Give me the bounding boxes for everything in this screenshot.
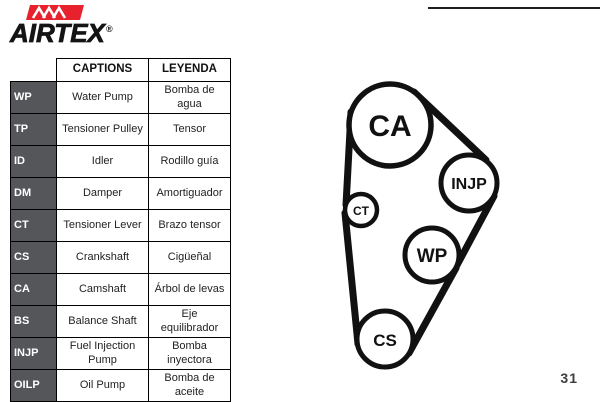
caption-cell: Tensioner Lever — [56, 209, 149, 242]
caption-cell: Water Pump — [56, 81, 149, 114]
camshaft-pulley — [346, 81, 434, 169]
water-pump-pulley — [402, 225, 462, 285]
caption-cell: Balance Shaft — [56, 305, 149, 338]
leyenda-cell: Tensor — [148, 113, 231, 146]
page-number: 31 — [560, 370, 578, 386]
leyenda-cell: Cigüeñal — [148, 241, 231, 274]
leyenda-cell: Eje equilibrador — [148, 305, 231, 338]
leyenda-cell: Bomba inyectora — [148, 337, 231, 370]
leyenda-cell: Amortiguador — [148, 177, 231, 210]
caption-cell: Camshaft — [56, 273, 149, 306]
registered-mark: ® — [105, 24, 113, 35]
corner-cell — [10, 58, 57, 82]
timing-belt-diagram: CA INJP CT WP CS — [341, 81, 500, 370]
table-row: CS Crankshaft Cigüeñal — [10, 241, 231, 274]
legend-table: CAPTIONS LEYENDA WP Water Pump Bomba de … — [10, 58, 231, 402]
table-row: TP Tensioner Pulley Tensor — [10, 113, 231, 146]
leyenda-cell: Bomba de aceite — [148, 369, 231, 402]
code-cell: WP — [10, 81, 57, 114]
table-row: ID Idler Rodillo guía — [10, 145, 231, 178]
table-row: DM Damper Amortiguador — [10, 177, 231, 210]
code-cell: CT — [10, 209, 57, 242]
water-pump-label: WP — [417, 246, 448, 267]
table-row: CA Camshaft Árbol de levas — [10, 273, 231, 306]
header-row: CAPTIONS LEYENDA — [10, 58, 231, 82]
code-cell: DM — [10, 177, 57, 210]
leyenda-cell: Brazo tensor — [148, 209, 231, 242]
leyenda-cell: Árbol de levas — [148, 273, 231, 306]
camshaft-label: CA — [368, 110, 411, 143]
captions-header: CAPTIONS — [56, 58, 149, 82]
code-cell: CA — [10, 273, 57, 306]
code-cell: INJP — [10, 337, 57, 370]
code-cell: CS — [10, 241, 57, 274]
crankshaft-pulley — [354, 308, 416, 370]
brand-wordmark: AIRTEX® — [10, 18, 113, 48]
leyenda-cell: Bomba de agua — [148, 81, 231, 114]
table-row: CT Tensioner Lever Brazo tensor — [10, 209, 231, 242]
leyenda-cell: Rodillo guía — [148, 145, 231, 178]
caption-cell: Damper — [56, 177, 149, 210]
table-row: OILP Oil Pump Bomba de aceite — [10, 369, 231, 402]
code-cell: ID — [10, 145, 57, 178]
tensioner-lever-pulley — [342, 191, 380, 229]
table-row: WP Water Pump Bomba de agua — [10, 81, 231, 114]
brand-text: AIRTEX — [10, 18, 106, 48]
table-row: BS Balance Shaft Eje equilibrador — [10, 305, 231, 338]
caption-cell: Fuel Injection Pump — [56, 337, 149, 370]
caption-cell: Idler — [56, 145, 149, 178]
tensioner-lever-label: CT — [353, 204, 370, 218]
code-cell: BS — [10, 305, 57, 338]
injection-pump-label: INJP — [451, 176, 487, 193]
injection-pump-pulley — [438, 152, 500, 214]
caption-cell: Oil Pump — [56, 369, 149, 402]
airtex-flag-icon — [26, 5, 84, 20]
leyenda-header: LEYENDA — [148, 58, 231, 82]
caption-cell: Crankshaft — [56, 241, 149, 274]
table-row: INJP Fuel Injection Pump Bomba inyectora — [10, 337, 231, 370]
top-rule — [428, 7, 600, 9]
code-cell: TP — [10, 113, 57, 146]
airtex-logo: AIRTEX® — [10, 5, 113, 46]
belt-path — [341, 88, 498, 357]
code-cell: OILP — [10, 369, 57, 402]
caption-cell: Tensioner Pulley — [56, 113, 149, 146]
crankshaft-label: CS — [373, 331, 397, 350]
